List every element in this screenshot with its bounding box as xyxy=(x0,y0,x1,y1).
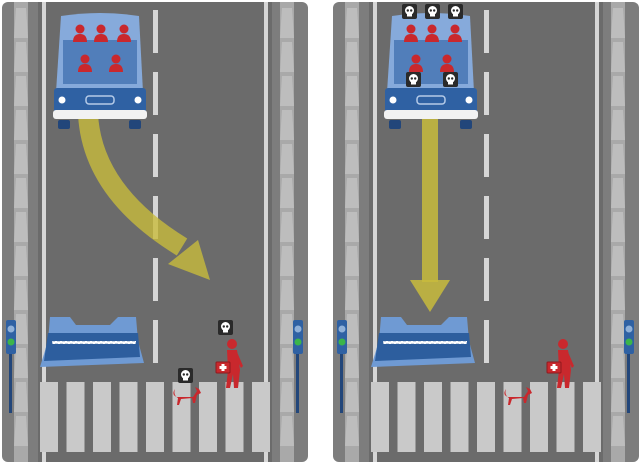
path-arrowhead xyxy=(168,240,210,280)
car-icon xyxy=(53,13,147,129)
traffic-light-icon xyxy=(337,320,347,413)
traffic-light-icon xyxy=(6,320,16,413)
path-arrowhead xyxy=(410,280,450,312)
car-icon xyxy=(384,13,478,129)
traffic-light-icon xyxy=(293,320,303,413)
crosswalk-stripe xyxy=(583,382,601,452)
doctor-icon xyxy=(215,339,243,388)
skull-icon xyxy=(218,320,233,335)
path-arrow xyxy=(78,113,188,256)
crosswalk xyxy=(371,382,601,452)
crosswalk-stripe xyxy=(225,382,244,452)
crosswalk xyxy=(40,382,270,452)
center-dash xyxy=(484,258,489,301)
crosswalk-stripe xyxy=(530,382,548,452)
barrier-icon xyxy=(40,317,144,367)
traffic-light-icon xyxy=(624,320,634,413)
passenger-girl xyxy=(404,24,418,42)
scenario-illustration xyxy=(333,2,639,462)
center-dash xyxy=(153,72,158,115)
skull-icon xyxy=(406,72,421,87)
skull-icon xyxy=(448,4,463,19)
path-arrow xyxy=(422,112,438,282)
crosswalk-stripe xyxy=(199,382,217,452)
crosswalk-stripe xyxy=(450,382,469,452)
passenger-elderly-man xyxy=(425,24,439,42)
crosswalk-stripe xyxy=(93,382,111,452)
lane-edge-line xyxy=(264,2,268,462)
passenger-girl xyxy=(73,24,87,42)
crosswalk-stripe xyxy=(146,382,164,452)
crosswalk-stripe xyxy=(397,382,416,452)
sidewalk-curb xyxy=(280,2,294,462)
crosswalk-stripe xyxy=(556,382,575,452)
skull-icon xyxy=(425,4,440,19)
crosswalk-stripe xyxy=(371,382,389,452)
skull-icon xyxy=(178,368,193,383)
passenger-elderly-man xyxy=(94,24,108,42)
center-dash xyxy=(484,134,489,177)
scenario-option-right[interactable] xyxy=(333,2,639,462)
sidewalk-curb xyxy=(611,2,625,462)
center-dash xyxy=(153,10,158,53)
scenario-illustration xyxy=(2,2,308,462)
center-dash xyxy=(153,258,158,301)
center-dash xyxy=(484,320,489,363)
skull-icon xyxy=(443,72,458,87)
crosswalk-stripe xyxy=(424,382,442,452)
passenger-man xyxy=(448,24,462,42)
sidewalk-curb xyxy=(345,2,359,462)
cat-icon xyxy=(173,387,201,405)
passenger-man xyxy=(117,24,131,42)
crosswalk-stripe xyxy=(172,382,191,452)
crosswalk-stripe xyxy=(252,382,270,452)
center-dash xyxy=(153,134,158,177)
passenger-man xyxy=(78,54,92,72)
lane-edge-line xyxy=(373,2,377,462)
crosswalk-stripe xyxy=(40,382,58,452)
crosswalk-stripe xyxy=(66,382,85,452)
center-dash xyxy=(484,72,489,115)
crosswalk-stripe xyxy=(119,382,138,452)
skull-icon xyxy=(402,4,417,19)
center-dash xyxy=(484,10,489,53)
passenger-man xyxy=(409,54,423,72)
crosswalk-stripe xyxy=(477,382,495,452)
center-dash xyxy=(484,196,489,239)
passenger-woman xyxy=(440,54,454,72)
barrier-icon xyxy=(371,317,475,367)
crosswalk-stripe xyxy=(503,382,522,452)
scenario-option-left[interactable] xyxy=(2,2,308,462)
passenger-woman xyxy=(109,54,123,72)
cat-icon xyxy=(504,387,532,405)
center-dash xyxy=(153,320,158,363)
lane-edge-line xyxy=(595,2,599,462)
lane-edge-line xyxy=(42,2,46,462)
sidewalk-curb xyxy=(14,2,28,462)
doctor-icon xyxy=(546,339,574,388)
